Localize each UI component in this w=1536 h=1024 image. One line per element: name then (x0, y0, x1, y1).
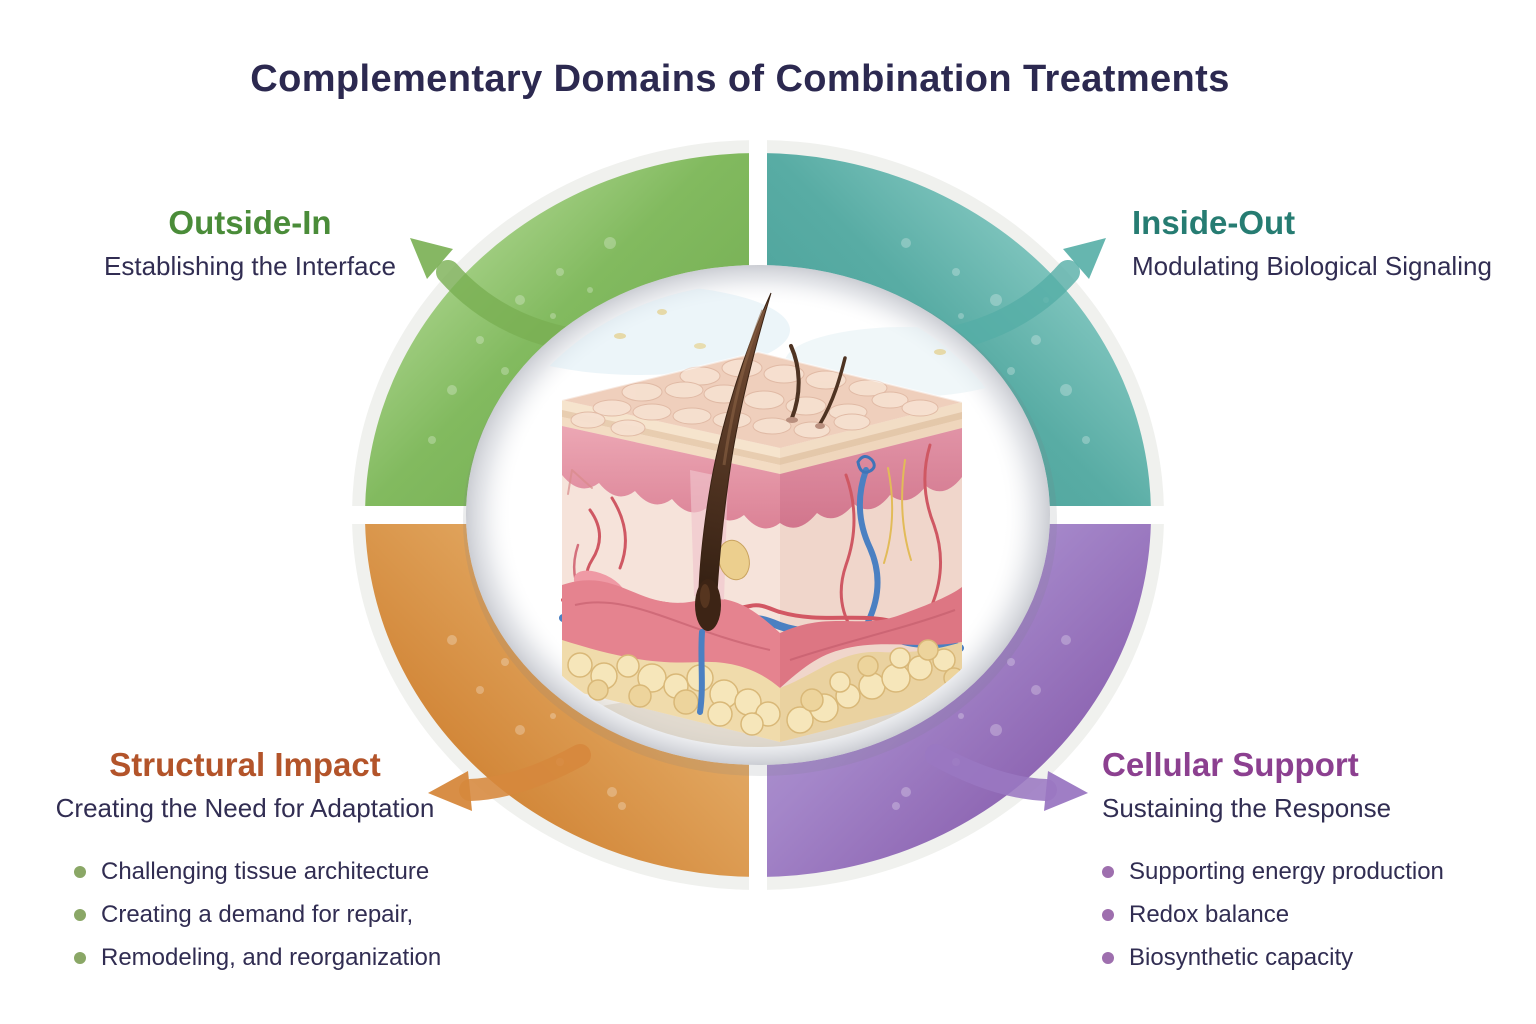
bullet-dot-icon (74, 952, 86, 964)
bullet-item: Supporting energy production (1102, 858, 1532, 886)
bullet-dot-icon (74, 866, 86, 878)
cellular-support-bullets: Supporting energy production Redox balan… (1102, 858, 1532, 972)
descending-vessel (697, 629, 705, 715)
cellular-support-subtitle: Sustaining the Response (1102, 793, 1392, 823)
hair-shaft-highlight (722, 309, 765, 466)
curved-arrow-right-icon (925, 744, 1088, 811)
bullet-item: Challenging tissue architecture (74, 858, 504, 886)
bullet-dot-icon (1102, 866, 1114, 878)
outside-in-subtitle: Establishing the Interface (104, 251, 396, 281)
structural-impact-subtitle: Creating the Need for Adaptation (55, 793, 435, 823)
bullet-text: Redox balance (1129, 901, 1290, 928)
top-face-edges (561, 350, 963, 403)
page-title: Complementary Domains of Combination Tre… (250, 58, 1230, 100)
bullet-text: Biosynthetic capacity (1129, 944, 1354, 971)
cellular-support-heading: Cellular Support (1102, 746, 1359, 783)
bullet-text: Remodeling, and reorganization (101, 944, 442, 971)
curved-arrow-up-right-icon (942, 238, 1106, 350)
structural-impact-heading: Structural Impact (109, 746, 381, 783)
bullet-text: Challenging tissue architecture (101, 858, 430, 885)
inside-out-subtitle: Modulating Biological Signaling (1132, 251, 1492, 281)
curved-arrow-up-left-icon (410, 238, 574, 350)
bullet-text: Supporting energy production (1129, 858, 1444, 885)
muscle-band-right (780, 587, 962, 688)
structural-impact-bullets: Challenging tissue architecture Creating… (74, 858, 504, 972)
outside-in-label-block: Outside-In Establishing the Interface (40, 202, 460, 283)
cellular-support-label-block: Cellular Support Sustaining the Response (1102, 744, 1532, 825)
bullet-item: Remodeling, and reorganization (74, 944, 504, 972)
curved-arrow-left-icon (428, 744, 591, 811)
bullet-dot-icon (1102, 909, 1114, 921)
hair-follicle (695, 292, 772, 631)
hair-bulb-highlight (700, 584, 710, 608)
muscle-fibers (574, 601, 956, 661)
small-hairs (786, 344, 847, 429)
structural-impact-label-block: Structural Impact Creating the Need for … (30, 744, 460, 825)
epidermis-band-right (780, 428, 962, 528)
bullet-item: Biosynthetic capacity (1102, 944, 1532, 972)
bullet-text: Creating a demand for repair, (101, 901, 414, 928)
bullet-item: Creating a demand for repair, (74, 901, 504, 929)
outside-in-heading: Outside-In (168, 204, 332, 241)
inside-out-heading: Inside-Out (1132, 204, 1296, 241)
bullet-dot-icon (1102, 952, 1114, 964)
skin-cross-section-illustration (490, 285, 1025, 747)
bullet-item: Redox balance (1102, 901, 1532, 929)
bullet-dot-icon (74, 909, 86, 921)
inside-out-label-block: Inside-Out Modulating Biological Signali… (1132, 202, 1536, 283)
